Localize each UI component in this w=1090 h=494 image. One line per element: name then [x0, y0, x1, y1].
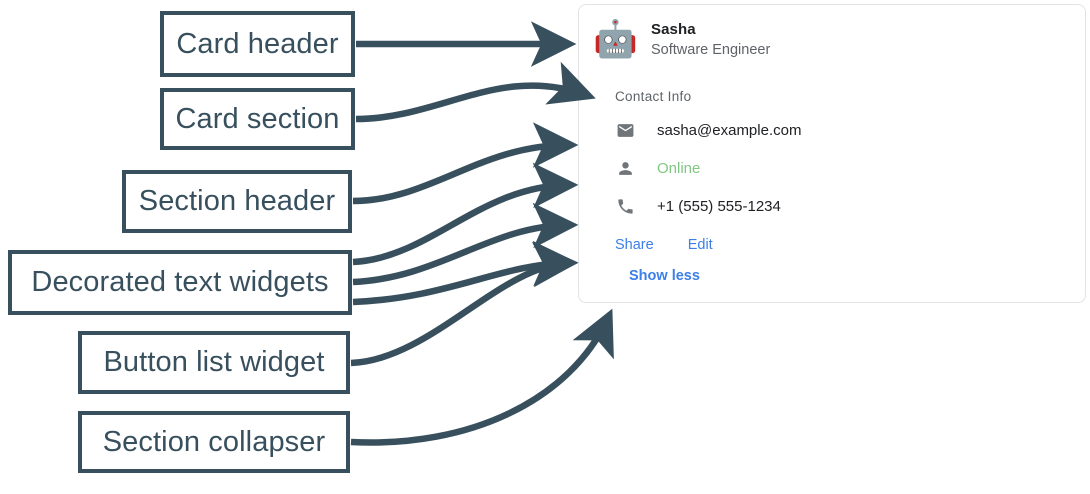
callout-section-header: Section header [122, 170, 352, 233]
decorated-text-widget-phone: +1 (555) 555-1234 [615, 192, 1071, 220]
person-icon [615, 158, 635, 178]
arrow-dtw-1 [352, 162, 579, 266]
callout-label: Decorated text widgets [31, 266, 329, 298]
arrow-button-list [350, 241, 579, 367]
section-header: Contact Info [615, 89, 692, 104]
card-title: Sasha [651, 20, 696, 38]
callout-decorated-text-widgets: Decorated text widgets [8, 250, 352, 315]
arrow-section-collapser [350, 308, 614, 446]
status-value: Online [657, 159, 701, 177]
decorated-text-widget-status: Online [615, 154, 1071, 182]
card-section: Contact Info sasha@example.com Online [579, 75, 1085, 302]
phone-value: +1 (555) 555-1234 [657, 197, 781, 215]
decorated-text-widget-email: sasha@example.com [615, 116, 1071, 144]
robot-avatar-icon: 🤖 [593, 18, 638, 59]
callout-section-collapser: Section collapser [78, 411, 350, 473]
callout-label: Button list widget [103, 346, 325, 378]
arrow-card-section [355, 61, 596, 123]
section-collapser-button[interactable]: Show less [629, 268, 700, 284]
arrow-dtw-3 [352, 240, 579, 306]
card-subtitle: Software Engineer [651, 41, 771, 58]
callout-button-list-widget: Button list widget [78, 331, 350, 394]
contact-card: 🤖 Sasha Software Engineer Contact Info s… [578, 4, 1086, 303]
callout-label: Section collapser [102, 425, 326, 458]
phone-icon [615, 196, 635, 216]
share-button[interactable]: Share [615, 237, 654, 253]
card-header: 🤖 Sasha Software Engineer [579, 5, 1085, 75]
arrow-dtw-2 [352, 202, 579, 286]
edit-button[interactable]: Edit [687, 237, 713, 253]
email-value: sasha@example.com [657, 121, 802, 139]
callout-label: Card header [176, 27, 339, 60]
callout-label: Card section [175, 102, 340, 135]
button-list-widget: Share Edit [615, 234, 1071, 256]
email-icon [615, 120, 635, 140]
arrow-section-header [352, 122, 579, 205]
callout-label: Section header [138, 185, 336, 217]
callout-card-header: Card header [160, 11, 355, 77]
callout-card-section: Card section [160, 88, 355, 150]
